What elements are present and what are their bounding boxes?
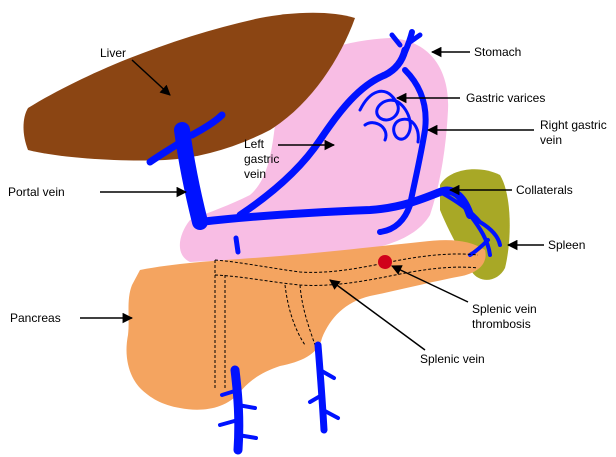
label-pancreas: Pancreas — [10, 311, 61, 326]
mesenteric-vein-left — [235, 370, 239, 450]
pancreas-shape — [127, 240, 486, 410]
label-portal-vein: Portal vein — [8, 185, 65, 200]
label-left-gastric-vein: Left gastric vein — [244, 137, 279, 182]
short-vein-stub — [236, 238, 238, 252]
label-gastric-varices: Gastric varices — [466, 91, 545, 106]
thrombus-dot — [378, 255, 392, 269]
mesenteric-vein-right — [318, 345, 324, 430]
label-splenic-vein: Splenic vein — [420, 352, 485, 367]
label-splenic-vein-thrombosis: Splenic vein thrombosis — [472, 302, 537, 332]
label-liver: Liver — [100, 46, 126, 61]
label-stomach: Stomach — [474, 45, 521, 60]
label-collaterals: Collaterals — [516, 183, 573, 198]
label-spleen: Spleen — [548, 238, 585, 253]
label-right-gastric-vein: Right gastric vein — [540, 118, 607, 148]
